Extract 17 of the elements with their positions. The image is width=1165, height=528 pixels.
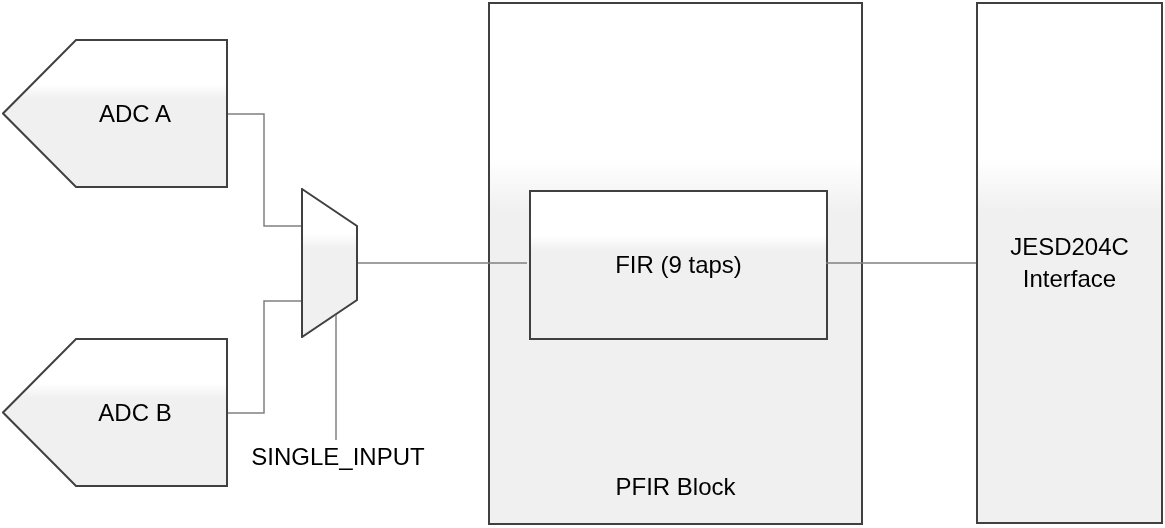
block-label: PFIR Block — [615, 472, 736, 502]
connector-line — [227, 113, 302, 227]
block-label: JESD204C Interface — [1009, 232, 1130, 294]
block-label: ADC B — [97, 397, 172, 428]
block-label: ADC A — [98, 98, 171, 129]
adc-block — [2, 39, 228, 188]
adc-block — [2, 338, 228, 487]
pfir-block — [488, 2, 863, 525]
fir-box — [529, 190, 828, 340]
block-label: FIR (9 taps) — [614, 250, 743, 280]
connector-line — [825, 262, 977, 264]
connector-line — [335, 314, 337, 441]
multiplexer-symbol — [301, 188, 358, 338]
interface-block — [976, 2, 1163, 524]
block-label: SINGLE_INPUT — [251, 442, 425, 472]
connector-line — [357, 262, 528, 264]
connector-line — [227, 300, 302, 414]
